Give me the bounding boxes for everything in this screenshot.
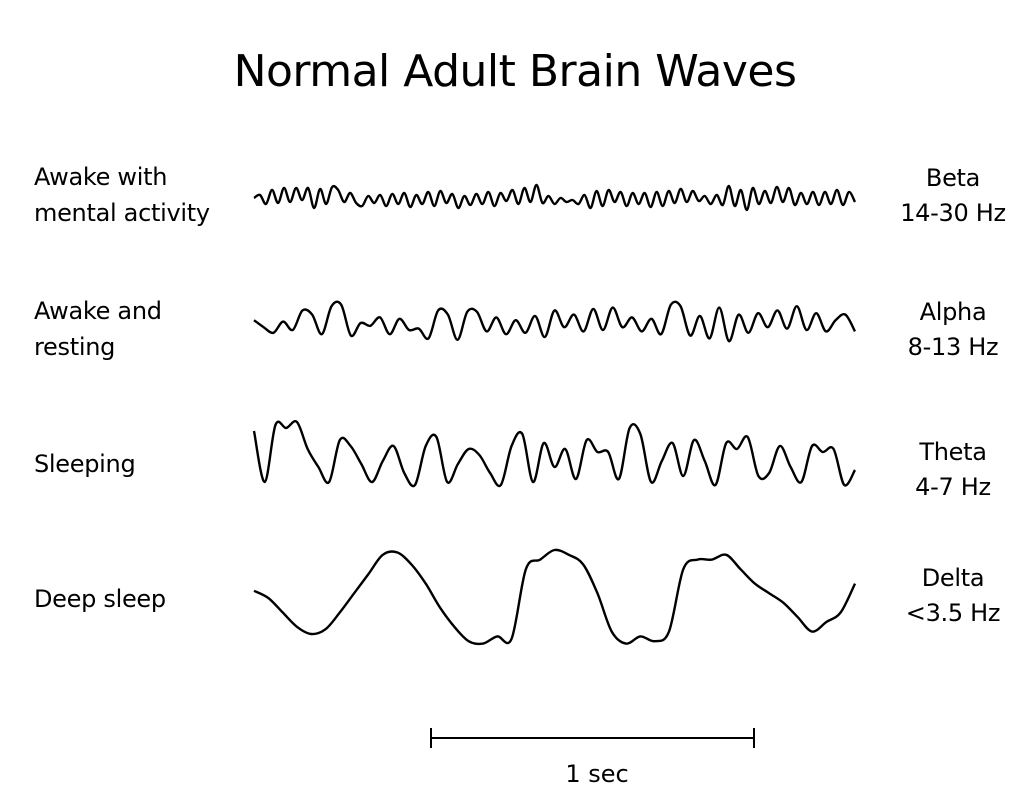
band-range: 4-7 Hz — [915, 473, 991, 501]
state-label-delta: Deep sleep — [34, 581, 166, 617]
state-line: Deep sleep — [34, 585, 166, 613]
band-label-delta: Delta <3.5 Hz — [880, 561, 1024, 631]
scale-bar-label: 1 sec — [565, 760, 629, 788]
wave-traces — [252, 183, 857, 646]
band-name: Beta — [925, 164, 981, 192]
state-line: Awake with — [34, 163, 168, 191]
state-line: Awake and — [34, 297, 162, 325]
band-label-theta: Theta 4-7 Hz — [880, 435, 1024, 505]
state-line: resting — [34, 333, 116, 361]
state-label-beta: Awake with mental activity — [34, 159, 210, 231]
band-range: 8-13 Hz — [907, 333, 999, 361]
state-line: mental activity — [34, 199, 210, 227]
band-range: 14-30 Hz — [900, 199, 1006, 227]
band-range: <3.5 Hz — [905, 599, 1001, 627]
band-label-beta: Beta 14-30 Hz — [880, 161, 1024, 231]
chart-title: Normal Adult Brain Waves — [233, 46, 797, 97]
scale-bar — [430, 728, 755, 748]
state-label-theta: Sleeping — [34, 446, 136, 482]
band-name: Alpha — [919, 298, 987, 326]
band-label-alpha: Alpha 8-13 Hz — [880, 295, 1024, 365]
state-line: Sleeping — [34, 450, 136, 478]
delta-wave — [253, 548, 857, 646]
band-name: Delta — [921, 564, 985, 592]
band-name: Theta — [919, 438, 987, 466]
alpha-wave — [253, 300, 857, 343]
state-label-alpha: Awake and resting — [34, 293, 162, 365]
theta-wave — [252, 420, 857, 488]
beta-wave — [253, 183, 857, 212]
